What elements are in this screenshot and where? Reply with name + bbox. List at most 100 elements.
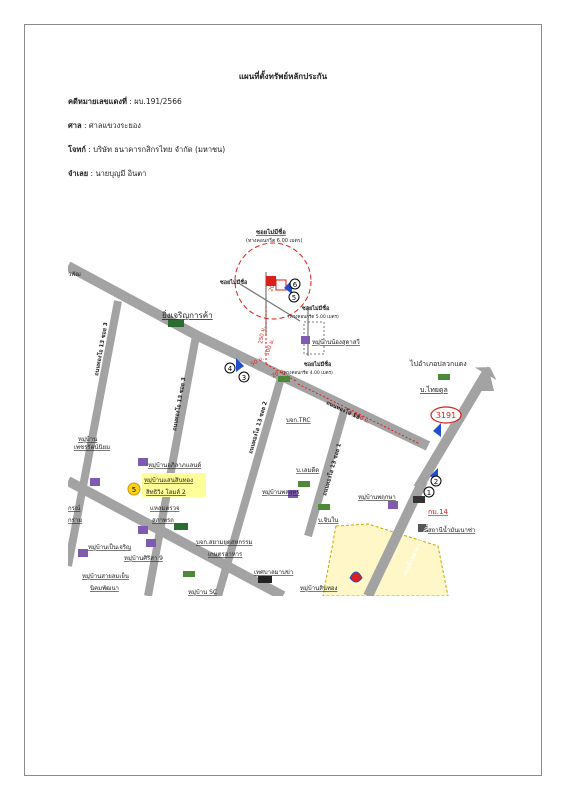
marker-6b-label: 5 xyxy=(292,294,296,302)
plaintiff-line: โจทก์ : บริษัท ธนาคารกสิกรไทย จำกัด (มหา… xyxy=(68,145,226,154)
distance-line-50 xyxy=(265,363,297,382)
village-icon-siri xyxy=(146,539,156,547)
marker-5 xyxy=(127,482,141,496)
village-icon-sai xyxy=(78,549,88,557)
label-soi-right-width: (ทางคอนกรีต 5.00 เมตร) xyxy=(288,314,339,320)
marker-6 xyxy=(288,291,300,303)
highlight-village-box xyxy=(142,473,206,497)
marker-5-label: 5 xyxy=(132,486,136,494)
label-village-thana2: สิทธิวิง โฮมส์ 2 xyxy=(146,488,186,496)
defendant-value: นายบุญมี อินตา xyxy=(95,169,147,178)
road-to-pluak-daeng xyxy=(413,371,491,491)
marker-1-label: 1 xyxy=(427,489,431,497)
marker-3-label: 3 xyxy=(242,374,246,382)
case-number-label: คดีหมายเลขแดงที่ xyxy=(68,97,127,106)
label-store: ยิ่งเจริญการค้า xyxy=(162,309,213,320)
distance-line-2000 xyxy=(297,383,421,445)
label-co-siam2: เกษตรอาหาร xyxy=(208,551,243,558)
label-co-tydoll: บ.ไทยดูล xyxy=(420,385,448,394)
case-number-line: คดีหมายเลขแดงที่ : ผบ.191/2566 xyxy=(68,97,182,106)
label-sala2: สภาพรถ xyxy=(152,517,174,524)
label-village-siri: หมู่บ้านศิริสา 9 xyxy=(124,555,163,562)
marker-4-label: 4 xyxy=(228,365,233,373)
label-village-sinthong: หมู่บ้านสินทอง xyxy=(300,585,338,592)
label-sala: แหลมตรวจ xyxy=(150,505,179,512)
location-map: 1 2 3 4 5 5 6 3191 xyxy=(68,226,498,596)
village-icon-landt xyxy=(138,458,148,466)
label-village-sc: หมู่บ้าน SC xyxy=(188,589,217,596)
bus-icon xyxy=(413,496,425,503)
route-number: 3191 xyxy=(436,411,456,420)
label-village-phon: หมู่บ้านพลอุทร xyxy=(262,489,300,496)
factory-icon-sc xyxy=(183,571,195,577)
road-soi-2 xyxy=(214,369,287,596)
marker-flag-1 xyxy=(433,423,441,437)
case-number-value: ผบ.191/2566 xyxy=(134,97,182,106)
marker-3 xyxy=(238,371,250,383)
village-icon-phet xyxy=(90,478,100,486)
road-soi-left xyxy=(68,300,122,567)
map-background xyxy=(68,226,498,596)
label-soi-left: ซอยไม่มีชื่อ xyxy=(220,278,247,286)
market-icon xyxy=(258,576,272,583)
sala-icon xyxy=(174,523,188,530)
label-village-phet2: เพชรรัตน์นิยม xyxy=(74,443,110,451)
label-village-kanpai: หมู่บ้านเป็นเจริญ xyxy=(88,542,131,551)
marker-6-circle xyxy=(289,278,301,290)
factory-icon-tydoll xyxy=(438,374,450,380)
plaintiff-label: โจทก์ xyxy=(68,145,86,154)
road-main xyxy=(68,261,431,451)
store-icon xyxy=(168,320,184,327)
marker-1 xyxy=(423,486,435,498)
label-dist-250: 250 ม. xyxy=(258,326,267,345)
page-border xyxy=(24,24,542,776)
label-co-chinnai: บ.จินใน xyxy=(318,516,338,524)
label-village-phet: หมู่บ้าน xyxy=(78,436,97,443)
label-village-nongsan: หมู่บ้านน้องสุดาสวี xyxy=(312,338,360,346)
label-to-pluak-daeng: ไปอำเภอปลวกแดง xyxy=(409,359,467,368)
marker-6-label: 6 xyxy=(293,281,298,289)
label-ram: กราม xyxy=(68,517,82,524)
label-market: เทศบาลมาบข่า xyxy=(254,569,293,576)
village-icon-nongsan xyxy=(301,336,310,344)
label-village-thana: หมู่บ้านแสนสินทอง xyxy=(144,477,193,484)
label-co-trc: บจก.TRC xyxy=(286,417,311,424)
village-icon-phon xyxy=(288,490,298,498)
label-soi-top: ซอยไม่มีชื่อ xyxy=(256,227,286,236)
label-village-phrue: หมู่บ้านพฤกษา xyxy=(358,494,396,501)
marker-2-label: 2 xyxy=(434,478,438,486)
property-radius-circle xyxy=(234,242,312,320)
label-gas-station: สถานีน้ำมันเนาซ่า xyxy=(428,524,475,534)
landmark-icons xyxy=(78,320,450,583)
plaintiff-value: บริษัท ธนาคารกสิกรไทย จำกัด (มหาชน) xyxy=(93,145,226,154)
temple-icon xyxy=(349,571,363,583)
marker-flag-3 xyxy=(236,358,244,372)
label-km: กม.14 xyxy=(428,508,449,516)
label-rom: กรณ์ xyxy=(68,504,81,512)
court-line: ศาล : ศาลแขวงระยอง xyxy=(68,121,141,130)
factory-icon-trc xyxy=(278,376,290,382)
marker-2 xyxy=(430,475,442,487)
location-markers: 1 2 3 4 5 5 6 xyxy=(127,278,442,498)
label-village-sai: หมู่บ้านสายลมเย็น xyxy=(82,571,129,580)
label-co-siam: บจก.สยามยูดสหกรรม xyxy=(196,539,252,546)
village-icon-kanpai xyxy=(138,526,148,534)
road-soi-1 xyxy=(304,402,350,538)
road-soi-3 xyxy=(144,335,200,596)
court-value: ศาลแขวงระยอง xyxy=(88,121,141,130)
label-co-lamduan: บ.เลมดีด xyxy=(296,466,319,474)
marker-4 xyxy=(224,362,236,374)
label-village-landt: หมู่บ้านอภิลาภแลนด์ xyxy=(148,461,201,469)
road-south xyxy=(68,476,286,596)
property-marker xyxy=(266,276,276,286)
label-left-cut: วพัฒ xyxy=(68,271,81,278)
defendant-label: จำเลย xyxy=(68,169,89,178)
arrow-to-pluak-daeng xyxy=(476,366,494,391)
property-outline xyxy=(275,279,287,291)
court-label: ศาล xyxy=(68,121,82,130)
label-soi-mid-width: (ทางคอนกรีต 4.00 เมตร) xyxy=(282,370,333,376)
gas-station-icon xyxy=(418,524,428,532)
label-village-sai2: นิคมพัฒนา xyxy=(90,585,119,592)
label-soi-right: ซอยไม่มีชื่อ xyxy=(302,304,329,312)
factory-icon-lamduan xyxy=(298,481,310,487)
